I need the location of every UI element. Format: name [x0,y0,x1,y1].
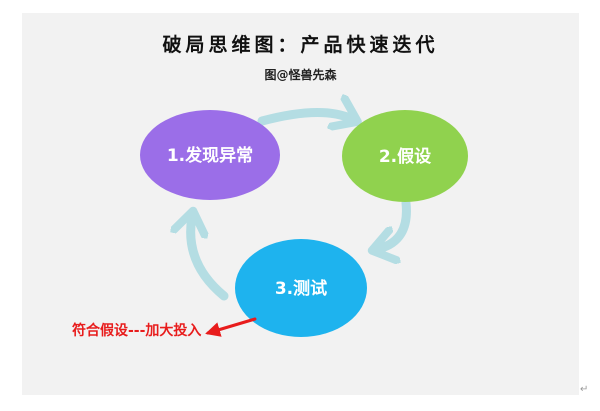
node-test: 3.测试 [235,239,367,337]
paragraph-mark: ↵ [580,384,589,395]
node-hypothesis-label: 2.假设 [379,146,431,167]
arrow-discover-to-hypothesis [257,112,352,121]
note-pointer-arrow [205,317,257,337]
arrow-hypothesis-to-test [378,198,411,249]
node-discover-anomaly-shape [140,110,280,200]
arrow-test-to-discover [191,217,229,301]
node-hypothesis-shape [342,110,468,202]
annotation-note: 符合假设---加大投入 [72,323,202,339]
node-discover-anomaly: 1.发现异常 [140,110,280,200]
node-test-shape [235,239,367,337]
node-test-label: 3.测试 [275,278,327,299]
node-hypothesis: 2.假设 [342,110,468,202]
node-discover-anomaly-label: 1.发现异常 [167,145,253,166]
cycle-diagram: 1.发现异常 2.假设 3.测试 [140,13,468,337]
author-credit: 图@怪兽先森 [264,68,337,82]
diagram-title: 破局思维图：产品快速迭代 [162,34,439,56]
diagram-canvas: 破局思维图：产品快速迭代 图@怪兽先森 1.发现异常 2.假设 3.测试 [22,13,579,395]
